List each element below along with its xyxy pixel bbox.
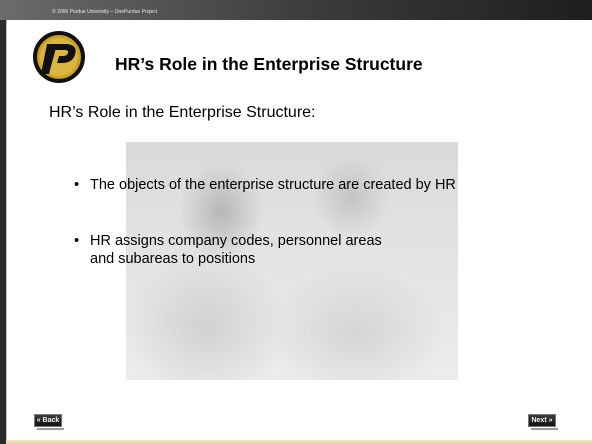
slide-title: HR’s Role in the Enterprise Structure xyxy=(115,54,423,74)
next-button-label: Next » xyxy=(531,417,553,424)
slide-subheading: HR’s Role in the Enterprise Structure: xyxy=(49,104,316,121)
onepurdue-logo-icon xyxy=(32,30,86,84)
left-rail xyxy=(0,20,7,444)
slide-header-bar: © 2006 Purdue University – OnePurdue Pro… xyxy=(0,0,592,20)
back-button[interactable]: « Back xyxy=(34,414,64,430)
bullet-list: The objects of the enterprise structure … xyxy=(74,176,574,268)
bottom-strip xyxy=(6,440,592,444)
next-button[interactable]: Next » xyxy=(528,414,558,430)
bullet-item: The objects of the enterprise structure … xyxy=(74,176,574,194)
back-button-label: « Back xyxy=(36,417,60,424)
bullet-item: HR assigns company codes, personnel area… xyxy=(74,232,390,268)
copyright-text: © 2006 Purdue University – OnePurdue Pro… xyxy=(52,9,158,15)
